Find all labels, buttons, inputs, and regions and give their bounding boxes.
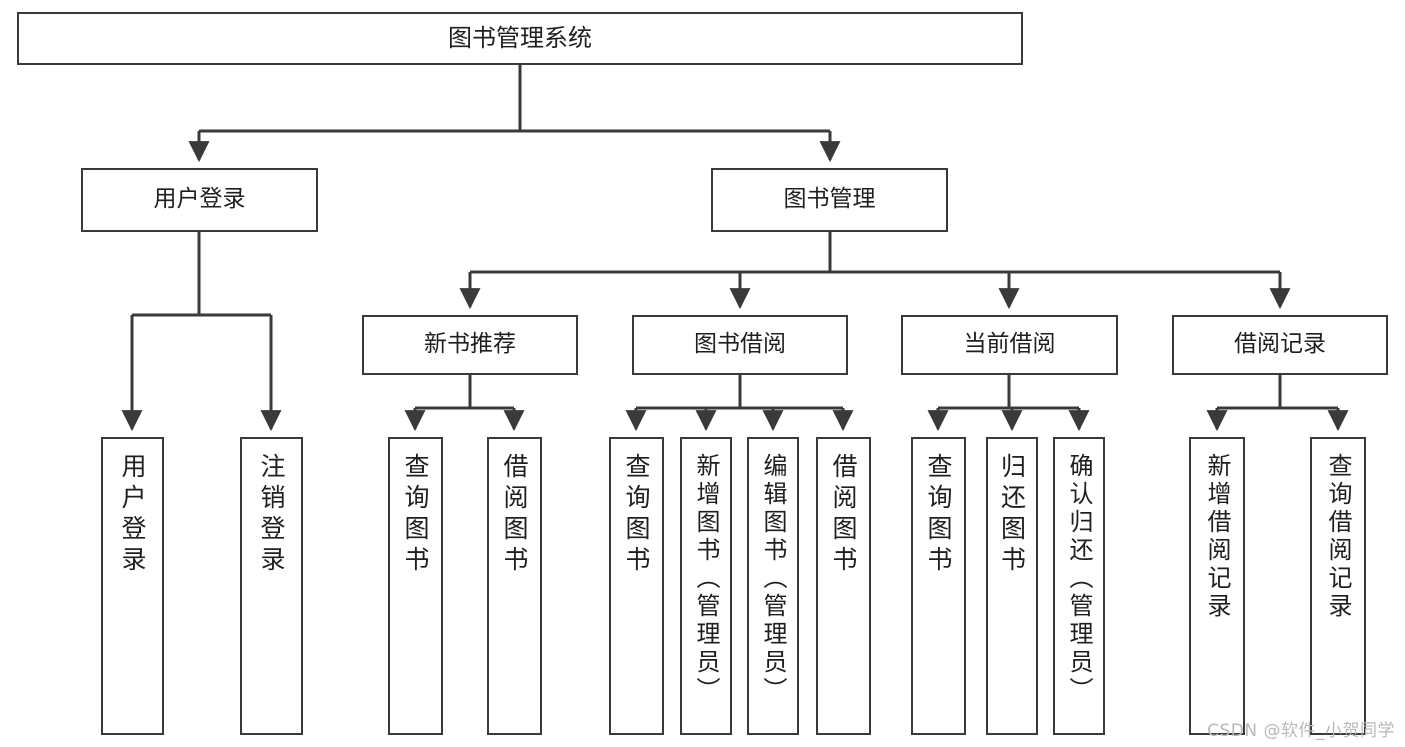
node-tier3-borrow-record[interactable]: 借阅记录 <box>1172 315 1388 375</box>
node-label: 新增图书（管理员） <box>692 453 720 705</box>
node-label: 查询借阅记录 <box>1324 453 1352 621</box>
node-tier3-new-book-recommend[interactable]: 新书推荐 <box>362 315 578 375</box>
leaf-borrow-book-recommend[interactable]: 借阅图书 <box>487 437 542 735</box>
leaf-user-login[interactable]: 用户登录 <box>101 437 164 735</box>
node-label: 确认归还（管理员） <box>1065 453 1093 705</box>
node-label: 借阅图书 <box>829 453 858 577</box>
node-label: 图书管理系统 <box>448 24 592 53</box>
node-label: 用户登录 <box>118 453 147 577</box>
node-label: 借阅记录 <box>1234 331 1326 358</box>
leaf-edit-book-admin[interactable]: 编辑图书（管理员） <box>747 437 799 735</box>
node-label: 查询图书 <box>622 453 651 577</box>
node-label: 注销登录 <box>257 453 286 577</box>
leaf-query-book-borrow[interactable]: 查询图书 <box>609 437 664 735</box>
node-label: 当前借阅 <box>963 331 1056 358</box>
leaf-query-book-current[interactable]: 查询图书 <box>911 437 966 735</box>
node-label: 图书管理 <box>783 186 876 213</box>
node-label: 图书借阅 <box>694 331 786 358</box>
node-label: 查询图书 <box>924 453 953 577</box>
node-label: 新增借阅记录 <box>1203 453 1231 621</box>
leaf-logout[interactable]: 注销登录 <box>240 437 303 735</box>
leaf-borrow-book[interactable]: 借阅图书 <box>816 437 871 735</box>
node-label: 用户登录 <box>153 186 246 213</box>
leaf-add-book-admin[interactable]: 新增图书（管理员） <box>680 437 732 735</box>
node-label: 查询图书 <box>401 453 430 577</box>
csdn-watermark: CSDN @软件_小贺同学 <box>1207 721 1395 741</box>
leaf-add-borrow-record[interactable]: 新增借阅记录 <box>1189 437 1245 735</box>
node-tier3-current-borrow[interactable]: 当前借阅 <box>901 315 1118 375</box>
node-tier2-book-management[interactable]: 图书管理 <box>711 168 948 232</box>
node-tier2-user-login[interactable]: 用户登录 <box>81 168 318 232</box>
node-label: 编辑图书（管理员） <box>759 453 787 705</box>
leaf-confirm-return-admin[interactable]: 确认归还（管理员） <box>1053 437 1105 735</box>
node-root[interactable]: 图书管理系统 <box>17 12 1023 65</box>
node-label: 新书推荐 <box>424 331 516 358</box>
node-tier3-book-borrow[interactable]: 图书借阅 <box>632 315 848 375</box>
node-label: 归还图书 <box>997 453 1027 577</box>
leaf-return-book[interactable]: 归还图书 <box>986 437 1038 735</box>
node-label: 借阅图书 <box>500 453 529 577</box>
leaf-query-book-recommend[interactable]: 查询图书 <box>388 437 443 735</box>
leaf-query-borrow-record[interactable]: 查询借阅记录 <box>1310 437 1366 735</box>
